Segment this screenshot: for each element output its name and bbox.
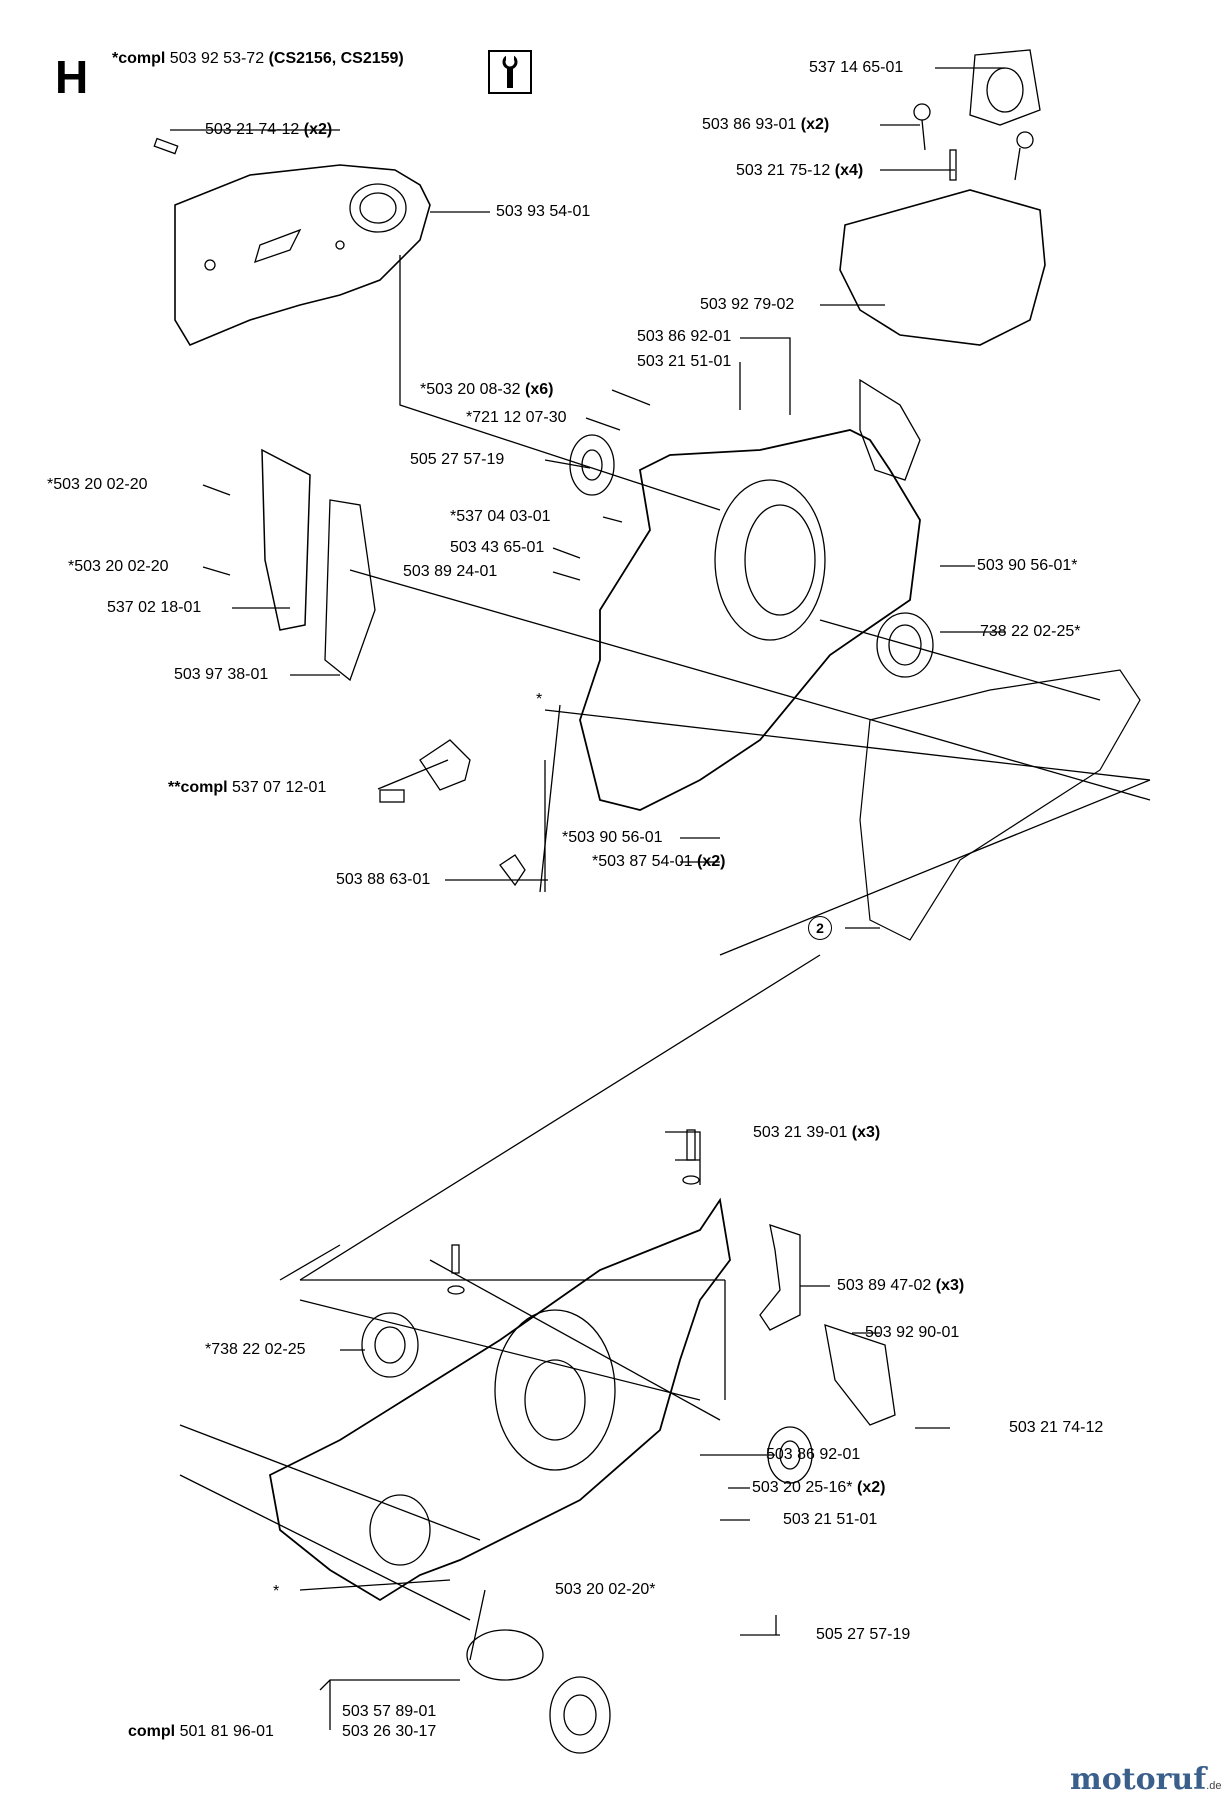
logo-tld: .de xyxy=(1206,1780,1222,1792)
part-label: compl 501 81 96-01 xyxy=(128,1723,274,1740)
part-label: 503 86 93-01 (x2) xyxy=(702,116,830,133)
asterisk-label: * xyxy=(273,1583,280,1600)
part-label: *503 20 02-20 xyxy=(47,476,148,493)
part-label: 503 90 56-01* xyxy=(977,557,1078,574)
compl-prefix: *compl xyxy=(112,50,166,67)
callout-circle: 2 xyxy=(808,916,832,940)
brand-logo: motoruf.de xyxy=(1070,1762,1221,1797)
part-label: 503 57 89-01 xyxy=(342,1703,437,1720)
assembly-header: *compl 503 92 53-72 (CS2156, CS2159) xyxy=(112,50,404,68)
part-label: 505 27 57-19 xyxy=(816,1626,911,1643)
part-label: *503 90 56-01 xyxy=(562,829,663,846)
compl-models: (CS2156, CS2159) xyxy=(268,50,404,67)
part-label: 537 14 65-01 xyxy=(809,59,904,76)
part-label: 537 02 18-01 xyxy=(107,599,202,616)
part-label: *503 20 02-20 xyxy=(68,558,169,575)
part-label: 503 93 54-01 xyxy=(496,203,591,220)
part-label: 505 27 57-19 xyxy=(410,451,505,468)
part-label: 503 20 25-16* (x2) xyxy=(752,1479,886,1496)
part-label: 503 21 74-12 xyxy=(1009,1419,1104,1436)
part-label: 503 21 39-01 (x3) xyxy=(753,1124,881,1141)
part-label: 503 86 92-01 xyxy=(637,328,732,345)
part-label: 503 21 51-01 xyxy=(637,353,732,370)
part-label: 503 86 92-01 xyxy=(766,1446,861,1463)
part-label: **compl 537 07 12-01 xyxy=(168,779,327,796)
part-label: 503 89 24-01 xyxy=(403,563,498,580)
part-label: 503 89 47-02 (x3) xyxy=(837,1277,965,1294)
part-label: 503 21 51-01 xyxy=(783,1511,878,1528)
compl-number: 503 92 53-72 xyxy=(169,50,265,67)
part-label: *503 87 54-01 (x2) xyxy=(592,853,726,870)
part-label: 503 21 75-12 (x4) xyxy=(736,162,864,179)
part-label: *537 04 03-01 xyxy=(450,508,551,525)
part-label: *721 12 07-30 xyxy=(466,409,567,426)
part-label: 503 20 02-20* xyxy=(555,1581,656,1598)
section-letter: H xyxy=(55,51,89,103)
logo-text: motoruf xyxy=(1070,1762,1207,1797)
part-label: 503 88 63-01 xyxy=(336,871,431,888)
part-label: 503 26 30-17 xyxy=(342,1723,437,1740)
part-label: 738 22 02-25* xyxy=(980,623,1081,640)
wrench-icon xyxy=(488,50,532,94)
part-label: 503 97 38-01 xyxy=(174,666,269,683)
part-label: *503 20 08-32 (x6) xyxy=(420,381,554,398)
part-label: 503 21 74-12 (x2) xyxy=(205,121,333,138)
asterisk-label: * xyxy=(536,691,543,708)
part-label: 503 92 79-02 xyxy=(700,296,795,313)
part-label: 503 92 90-01 xyxy=(865,1324,960,1341)
part-label: 503 43 65-01 xyxy=(450,539,545,556)
part-label: *738 22 02-25 xyxy=(205,1341,306,1358)
